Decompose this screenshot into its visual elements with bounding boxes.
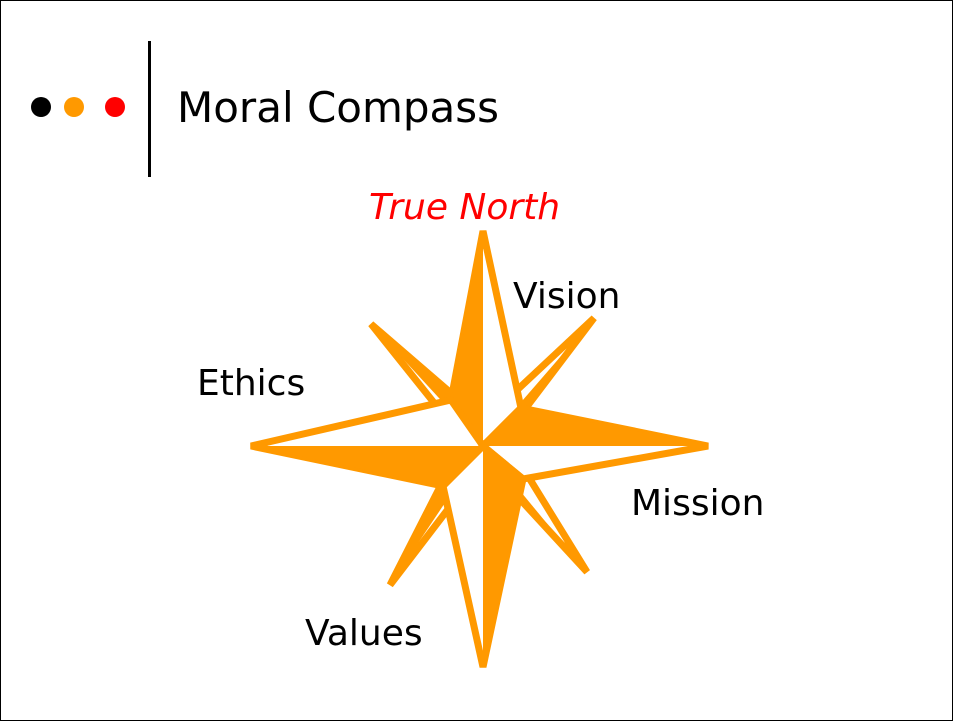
label-ethics: Ethics (197, 363, 306, 404)
label-vision: Vision (513, 276, 621, 317)
title-divider (148, 41, 151, 177)
bullet-dot-red (105, 97, 125, 117)
bullet-dot-orange (64, 97, 84, 117)
slide-title: Moral Compass (177, 83, 500, 132)
west-ray-shade (251, 446, 483, 486)
label-values: Values (305, 613, 423, 654)
bullet-dot-black (31, 97, 51, 117)
east-ray-shade (483, 408, 708, 446)
south-ray-shade (483, 446, 523, 667)
north-ray-shade (451, 231, 483, 446)
label-mission: Mission (631, 483, 765, 524)
label-true-north: True North (369, 187, 561, 228)
